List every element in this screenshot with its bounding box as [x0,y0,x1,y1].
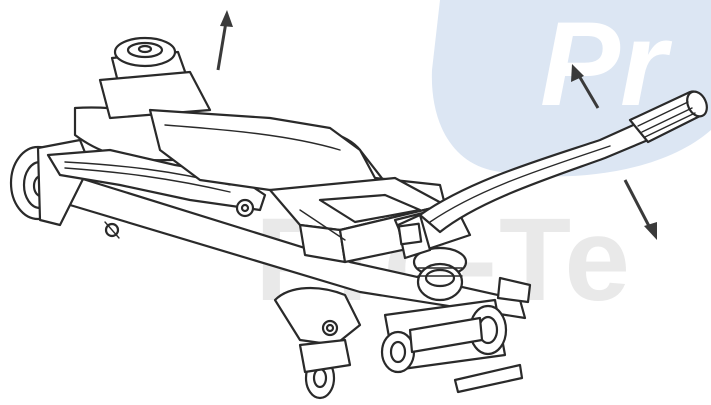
arrow-up-handle [571,64,600,109]
up-arrow-icon [571,64,584,82]
side-bolts [104,198,255,239]
front-caster [273,286,362,400]
arrow-down-handle [623,179,657,240]
down-arrow-icon [644,222,657,240]
jack-handle [418,90,708,234]
front-rollers [380,276,532,394]
floor-jack-icon [9,36,708,400]
lift-saddle [98,36,212,120]
arrow-up-left [216,10,233,71]
up-arrow-icon [220,10,233,27]
